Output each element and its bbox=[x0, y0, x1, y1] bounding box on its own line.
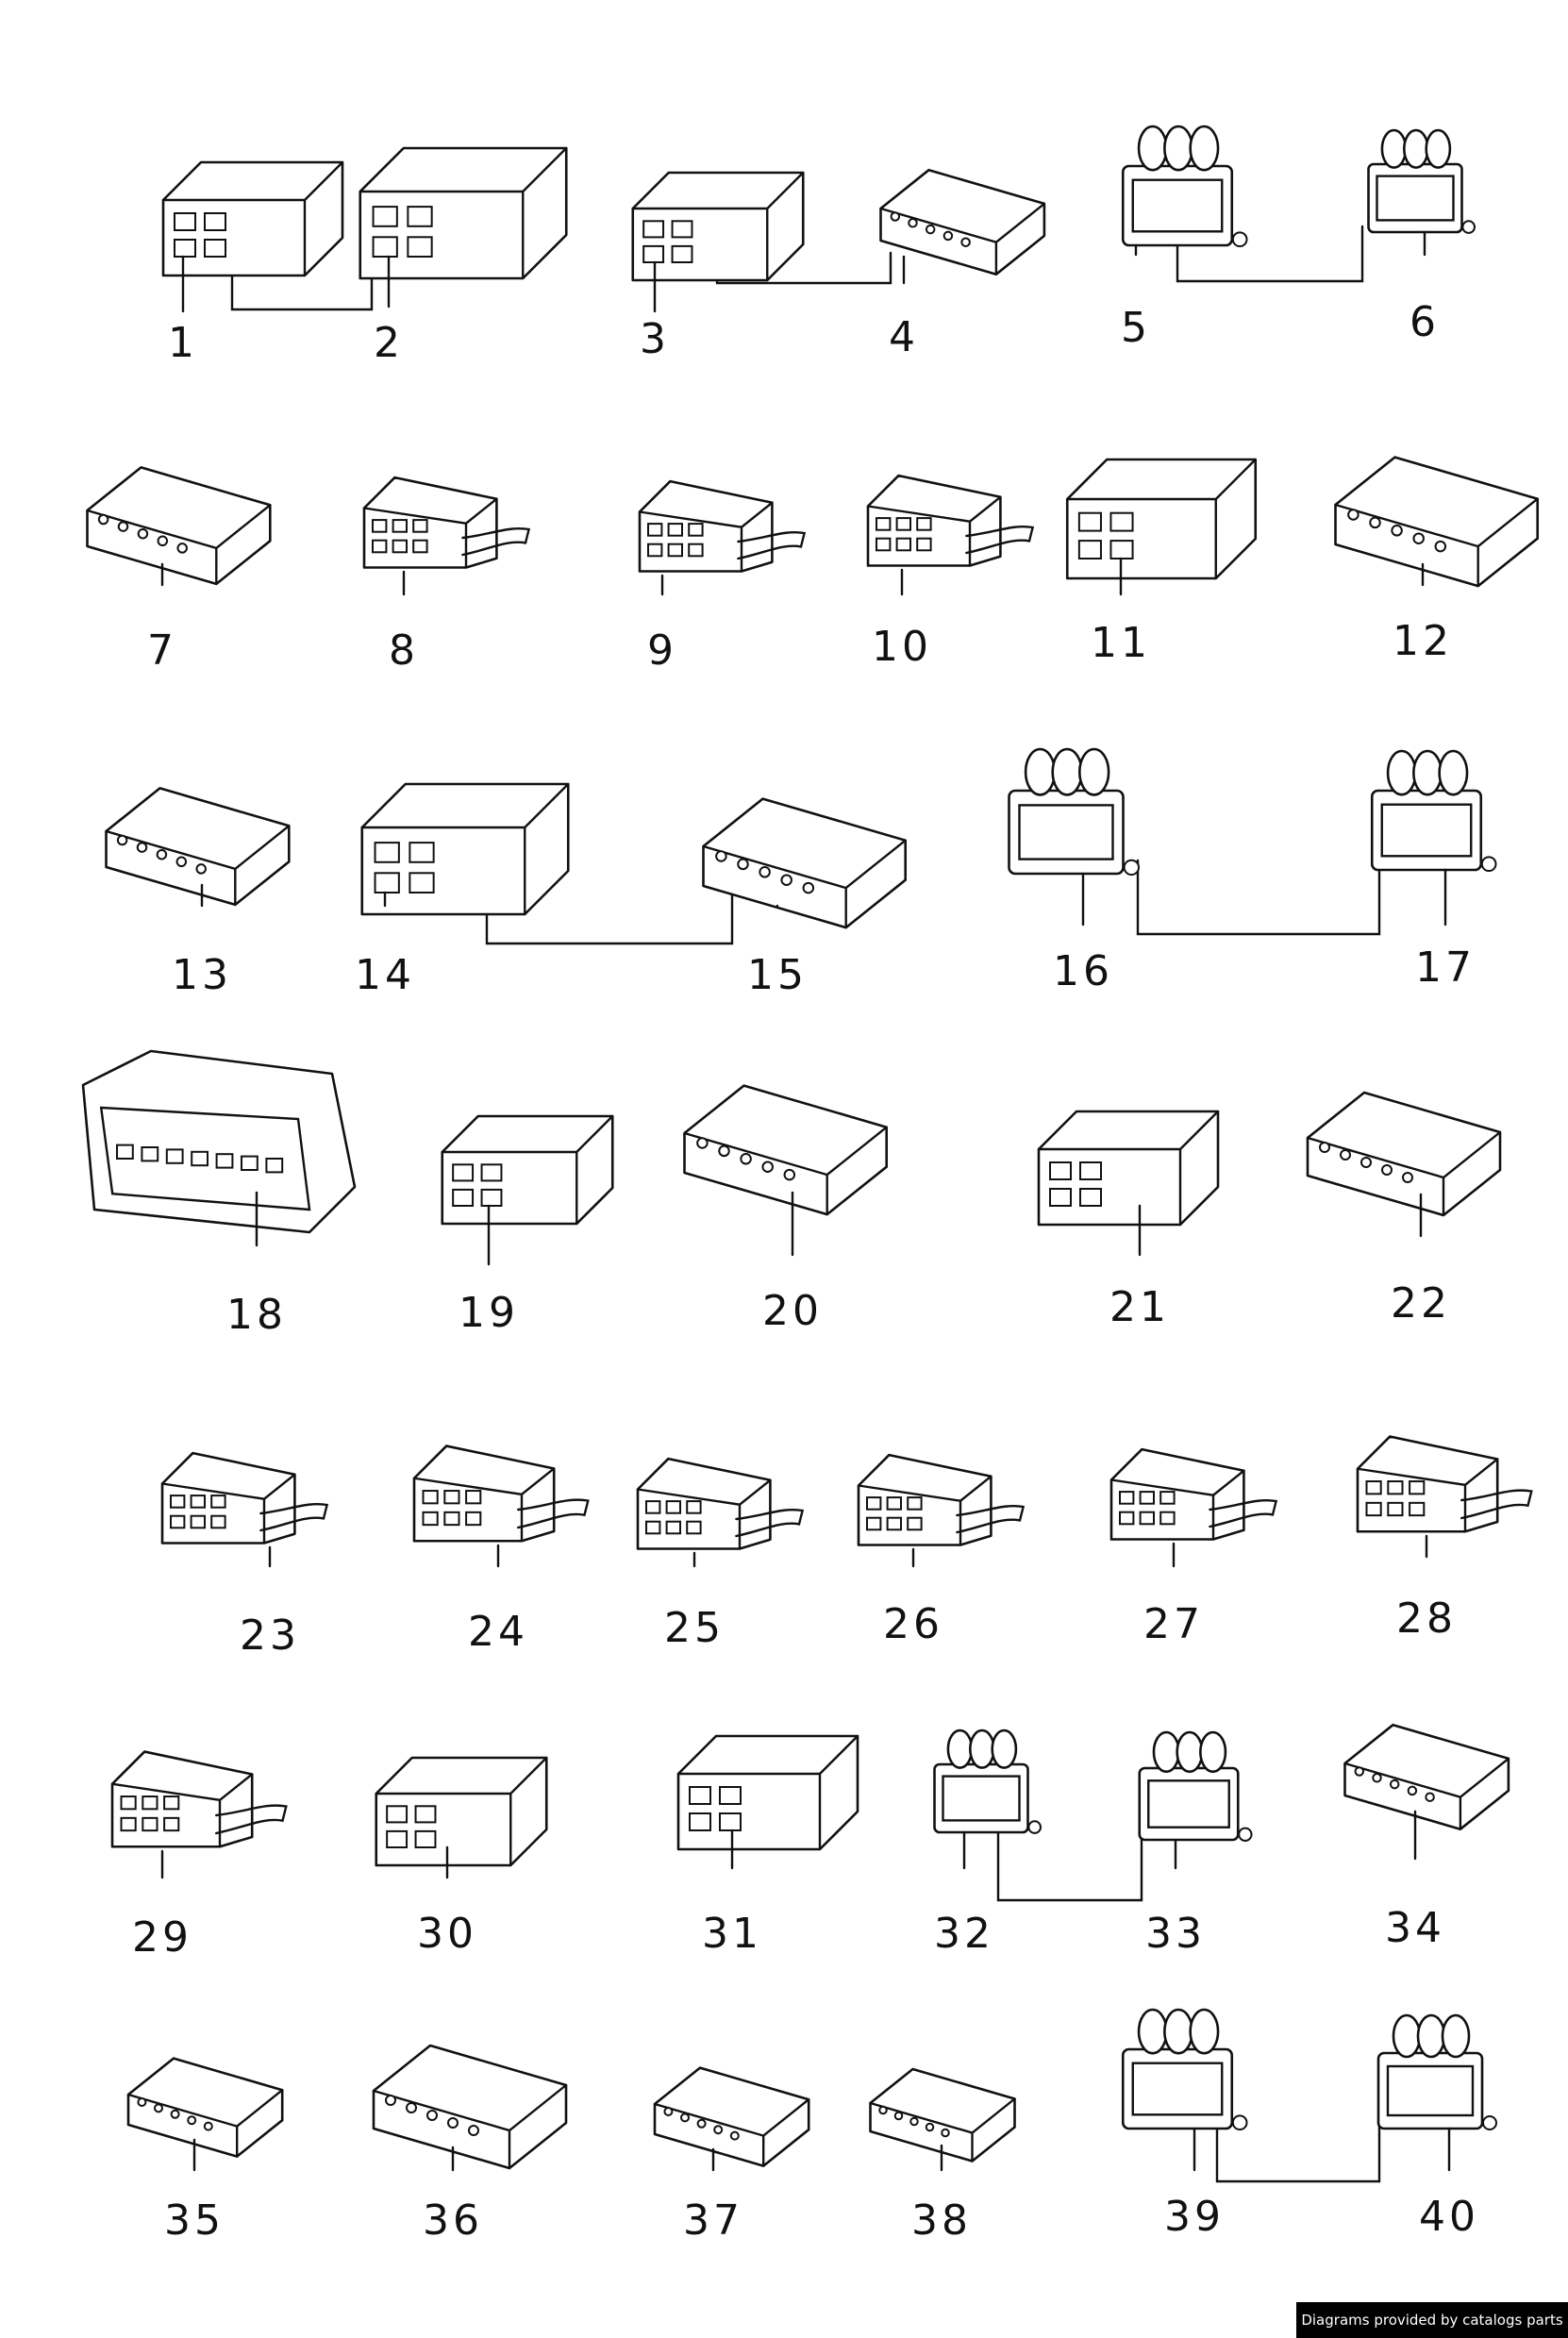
connector-drawing-26 bbox=[857, 1453, 1026, 1546]
connector-drawing-36 bbox=[372, 2044, 568, 2170]
connector-drawing-25 bbox=[636, 1457, 805, 1550]
connector-drawing-18 bbox=[81, 1049, 357, 1234]
part-number-label: 22 bbox=[1391, 1279, 1451, 1328]
part-number-label: 39 bbox=[1164, 2193, 1225, 2241]
connector-drawing-31 bbox=[676, 1734, 859, 1851]
connector-drawing-30 bbox=[375, 1756, 548, 1867]
part-number-label: 21 bbox=[1109, 1283, 1170, 1331]
part-number-label: 29 bbox=[132, 1913, 192, 1962]
part-number-label: 16 bbox=[1053, 947, 1113, 995]
connector-drawing-9 bbox=[638, 479, 807, 573]
part-number-label: 23 bbox=[240, 1612, 300, 1660]
part-number-label: 40 bbox=[1419, 2193, 1479, 2241]
connector-drawing-16 bbox=[1008, 747, 1141, 877]
part-number-label: 7 bbox=[147, 626, 177, 675]
part-number-label: 30 bbox=[417, 1910, 477, 1958]
part-number-label: 1 bbox=[168, 319, 198, 367]
part-number-label: 10 bbox=[872, 623, 932, 671]
part-number-label: 27 bbox=[1143, 1600, 1204, 1648]
connector-drawing-22 bbox=[1306, 1091, 1502, 1217]
part-number-label: 13 bbox=[172, 951, 232, 999]
part-number-label: 12 bbox=[1393, 617, 1453, 665]
pair-tie-line-5-6 bbox=[1176, 225, 1364, 283]
connector-drawing-7 bbox=[86, 466, 272, 586]
connector-drawing-5 bbox=[1121, 125, 1248, 248]
connector-drawing-15 bbox=[702, 797, 907, 929]
connector-drawing-27 bbox=[1109, 1447, 1278, 1541]
connector-drawing-13 bbox=[105, 787, 291, 907]
part-number-label: 37 bbox=[683, 2196, 743, 2245]
part-number-label: 38 bbox=[911, 2196, 972, 2245]
connector-drawing-23 bbox=[160, 1451, 329, 1545]
part-number-label: 14 bbox=[355, 951, 415, 999]
connector-drawing-35 bbox=[126, 2057, 284, 2158]
connector-drawing-12 bbox=[1334, 456, 1539, 588]
part-number-label: 5 bbox=[1121, 304, 1151, 352]
connector-drawing-32 bbox=[933, 1728, 1043, 1834]
connector-drawing-29 bbox=[110, 1750, 288, 1848]
part-number-label: 36 bbox=[423, 2196, 483, 2245]
pair-tie-line-16-17 bbox=[1136, 857, 1381, 936]
connector-drawing-20 bbox=[683, 1084, 888, 1216]
connector-drawing-33 bbox=[1138, 1730, 1253, 1842]
connector-drawing-4 bbox=[879, 168, 1046, 276]
part-number-label: 32 bbox=[934, 1910, 994, 1958]
connector-drawing-17 bbox=[1370, 749, 1497, 873]
part-number-label: 2 bbox=[374, 319, 404, 367]
connector-drawing-11 bbox=[1065, 458, 1258, 580]
part-number-label: 17 bbox=[1415, 944, 1476, 992]
connector-drawing-8 bbox=[362, 476, 531, 569]
part-number-label: 18 bbox=[226, 1291, 287, 1339]
pair-tie-line-39-40 bbox=[1215, 2115, 1381, 2183]
part-number-label: 28 bbox=[1396, 1595, 1457, 1643]
connector-drawing-39 bbox=[1121, 2008, 1248, 2131]
part-number-label: 4 bbox=[889, 313, 919, 361]
connector-drawing-21 bbox=[1037, 1110, 1220, 1227]
connector-drawing-1 bbox=[161, 160, 344, 277]
part-number-label: 34 bbox=[1385, 1904, 1445, 1952]
part-number-label: 9 bbox=[647, 626, 677, 675]
connector-drawing-14 bbox=[360, 782, 570, 916]
connector-drawing-3 bbox=[631, 171, 805, 282]
part-number-label: 8 bbox=[389, 626, 419, 675]
connector-drawing-37 bbox=[653, 2066, 810, 2167]
part-number-label: 11 bbox=[1091, 619, 1151, 667]
part-number-label: 35 bbox=[164, 2196, 225, 2245]
part-number-label: 20 bbox=[762, 1287, 823, 1335]
part-number-label: 3 bbox=[640, 315, 670, 363]
part-number-label: 31 bbox=[702, 1910, 762, 1958]
connector-drawing-34 bbox=[1343, 1723, 1510, 1830]
part-number-label: 15 bbox=[747, 951, 808, 999]
part-number-label: 24 bbox=[468, 1608, 528, 1656]
part-number-label: 6 bbox=[1410, 298, 1440, 346]
pair-tie-line-32-33 bbox=[996, 1825, 1143, 1902]
connector-drawing-19 bbox=[441, 1114, 614, 1226]
part-number-label: 26 bbox=[883, 1600, 943, 1648]
part-number-label: 25 bbox=[664, 1604, 725, 1652]
part-number-label: 33 bbox=[1145, 1910, 1206, 1958]
connector-drawing-40 bbox=[1376, 2013, 1497, 2130]
connector-drawing-2 bbox=[359, 146, 568, 280]
connector-drawing-10 bbox=[866, 474, 1035, 567]
part-number-label: 19 bbox=[459, 1289, 519, 1337]
connector-drawing-24 bbox=[412, 1445, 590, 1543]
connector-drawing-28 bbox=[1356, 1435, 1533, 1533]
connector-drawing-6 bbox=[1367, 128, 1476, 234]
diagram-credit: Diagrams provided by catalogs parts bbox=[1296, 2302, 1568, 2338]
connector-drawing-38 bbox=[869, 2067, 1016, 2163]
